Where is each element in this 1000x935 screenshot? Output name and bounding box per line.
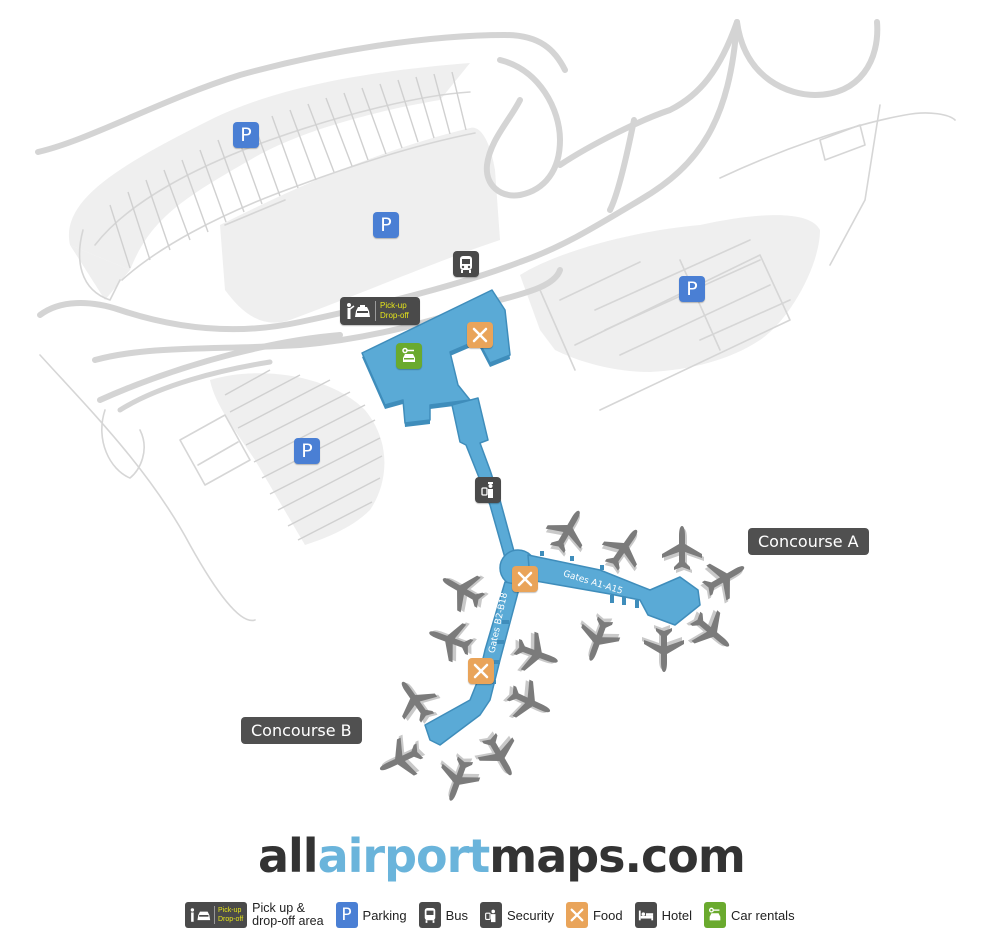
person-taxi-icon <box>347 303 370 319</box>
parking-icon: P <box>380 214 392 236</box>
legend-item-bus: Bus <box>418 902 469 928</box>
separator <box>375 301 376 321</box>
legend-item-food: Food <box>565 902 623 928</box>
parking-marker-central[interactable]: P <box>373 212 399 238</box>
parking-marker-north[interactable]: P <box>233 122 259 148</box>
car-rental-icon <box>402 347 415 362</box>
parking-icon: P <box>301 440 313 462</box>
parking-icon: P <box>240 124 252 146</box>
legend-label: Security <box>507 907 554 923</box>
food-icon <box>517 571 533 587</box>
concourse-a-building <box>527 551 701 626</box>
food-marker-concourse-b[interactable] <box>468 658 494 684</box>
parking-icon: P <box>335 902 358 928</box>
food-icon <box>472 327 488 343</box>
car-rental-marker[interactable] <box>396 343 422 369</box>
legend-label: Car rentals <box>730 907 795 923</box>
brand-logo: allairportmaps.com <box>258 829 746 883</box>
hotel-icon <box>634 902 657 928</box>
concourse-b-label: Concourse B <box>241 717 362 744</box>
parking-icon: P <box>686 278 698 300</box>
security-icon <box>480 902 503 928</box>
minor-roads <box>39 91 956 622</box>
legend-label: Hotel <box>661 907 692 923</box>
airplanes-concourse-b <box>371 561 565 808</box>
legend-label: Bus <box>445 907 469 923</box>
bus-marker[interactable] <box>453 251 479 277</box>
food-icon <box>565 902 588 928</box>
food-icon <box>473 663 489 679</box>
legend-label: Pick up &drop-off area <box>252 901 324 928</box>
food-marker-terminal[interactable] <box>467 322 493 348</box>
security-marker[interactable] <box>475 477 501 503</box>
major-roads <box>35 19 881 413</box>
legend-label: Food <box>592 907 623 923</box>
security-icon <box>481 482 493 498</box>
legend-item-hotel: Hotel <box>634 902 692 928</box>
food-marker-hub[interactable] <box>512 566 538 592</box>
bus-icon <box>460 256 472 273</box>
legend-item-parking: P Parking <box>335 902 407 928</box>
legend-label: Parking <box>362 907 407 923</box>
car-rental-icon <box>703 902 726 928</box>
parking-marker-south[interactable]: P <box>294 438 320 464</box>
parking-stripes <box>109 71 467 269</box>
legend-item-security: Security <box>480 902 554 928</box>
parking-marker-east[interactable]: P <box>679 276 705 302</box>
concourse-a-label: Concourse A <box>748 528 869 555</box>
bus-icon <box>418 902 441 928</box>
legend-item-car-rentals: Car rentals <box>703 902 795 928</box>
